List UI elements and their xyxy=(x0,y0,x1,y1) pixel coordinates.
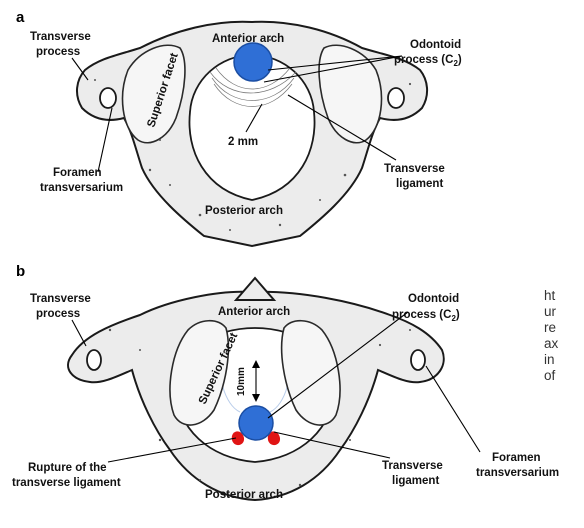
label-transverse-process-a-2: process xyxy=(36,46,80,58)
side-text-line-2: ur xyxy=(544,304,557,319)
label-odontoid-a: Odontoid xyxy=(410,39,461,51)
side-text-line-1: ht xyxy=(544,288,556,303)
side-text-line-3: re xyxy=(544,320,556,335)
anterior-tubercle-b xyxy=(236,278,274,300)
label-foramen-a-2: transversarium xyxy=(40,182,123,194)
panel-a: a Transverse proces xyxy=(16,9,462,246)
label-rupture-b: Rupture of the xyxy=(28,462,107,474)
label-transverse-process-b: Transverse xyxy=(30,293,91,305)
label-transverse-process-a: Transverse xyxy=(30,31,91,43)
label-foramen-b-2: transversarium xyxy=(476,467,559,479)
label-transverse-ligament-a: Transverse xyxy=(384,163,445,175)
odontoid-process-b xyxy=(239,406,273,440)
odontoid-process-a xyxy=(234,43,272,81)
label-anterior-arch-b: Anterior arch xyxy=(218,306,290,318)
label-transverse-ligament-b-2: ligament xyxy=(392,475,439,487)
label-anterior-arch-a: Anterior arch xyxy=(212,33,284,45)
label-foramen-a: Foramen xyxy=(53,167,102,179)
side-text: ht ur re ax in of xyxy=(544,288,559,383)
panel-b: b Transverse process xyxy=(12,263,559,501)
panel-b-letter: b xyxy=(16,263,25,280)
label-distance-a: 2 mm xyxy=(228,136,258,148)
side-text-line-4: ax xyxy=(544,336,559,351)
foramen-transversarium-right-a xyxy=(388,88,404,108)
label-transverse-ligament-b: Transverse xyxy=(382,460,443,472)
foramen-transversarium-right-b xyxy=(411,350,425,370)
label-rupture-b-2: transverse ligament xyxy=(12,477,121,489)
foramen-transversarium-left-b xyxy=(87,350,101,370)
label-posterior-arch-b: Posterior arch xyxy=(205,489,283,501)
foramen-transversarium-left-a xyxy=(100,88,116,108)
label-odontoid-b: Odontoid xyxy=(408,293,459,305)
side-text-line-6: of xyxy=(544,368,556,383)
label-distance-b: 10mm xyxy=(236,367,247,396)
label-transverse-process-b-2: process xyxy=(36,308,80,320)
label-posterior-arch-a: Posterior arch xyxy=(205,205,283,217)
panel-a-letter: a xyxy=(16,9,25,26)
label-transverse-ligament-a-2: ligament xyxy=(396,178,443,190)
label-odontoid-a-2: process (C2) xyxy=(394,54,462,68)
side-text-line-5: in xyxy=(544,352,555,367)
label-foramen-b: Foramen xyxy=(492,452,541,464)
